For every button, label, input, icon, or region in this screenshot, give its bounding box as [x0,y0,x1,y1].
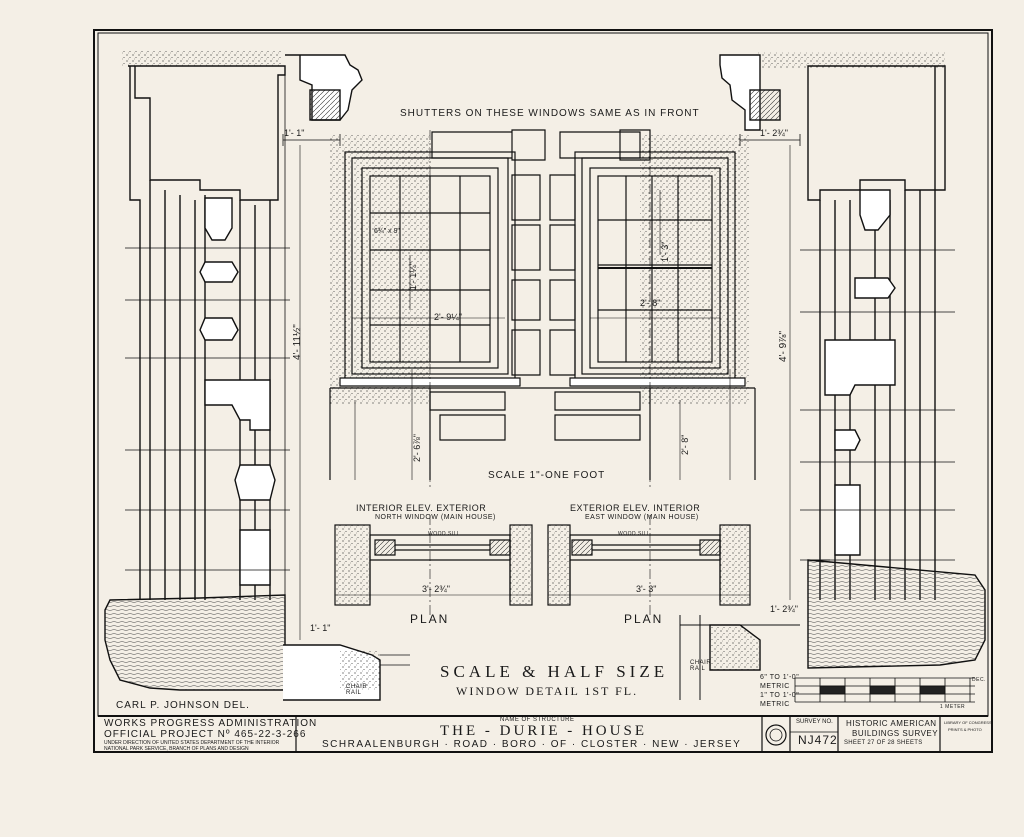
chair-rail-right: CHAIR RAIL [690,660,712,672]
agency-line-2: OFFICIAL PROJECT Nº 465-22-3-266 [104,729,307,740]
habs-line-1: HISTORIC AMERICAN [846,719,937,728]
left-bottom-dimension: 1'- 1" [310,623,331,633]
east-sash-width: 2'- 8" [640,298,661,308]
east-window-elevation [545,129,756,490]
east-plan-label: PLAN [624,612,664,626]
scale-row-1: 6" TO 1'-0" [760,674,800,681]
sheet-number: SHEET 27 OF 28 SHEETS [844,740,923,746]
right-half-size-profile [679,52,986,700]
left-top-dimension: 1'- 1" [284,128,305,138]
right-top-dimension: 1'- 2¾" [760,128,788,138]
agency-line-3: UNDER DIRECTION OF UNITED STATES DEPARTM… [104,740,280,746]
survey-number: NJ472 [798,733,838,747]
chair-rail-left: CHAIR RAIL [346,684,368,696]
loc-line-1: LIBRARY OF CONGRESS [944,720,992,725]
left-half-size-profile [104,50,410,701]
right-height-dimension: 4'- 9⅞" [778,330,789,362]
north-wood-sill: WOOD SILL [428,531,461,537]
north-sash-height: 1'- 1¼" [408,262,418,290]
name-of-structure-label: NAME OF STRUCTURE [500,717,575,723]
shutters-note: SHUTTERS ON THESE WINDOWS SAME AS IN FRO… [400,108,700,119]
structure-location: SCHRAALENBURGH · ROAD · BORO · OF · CLOS… [322,739,742,750]
north-sash-width: 2'- 9¼" [434,312,462,322]
east-sill-height: 2'- 8" [680,434,690,455]
east-elev-caption: EXTERIOR ELEV. INTERIOR [570,503,701,513]
east-plan-width: 3'- 3" [636,584,657,594]
title-block-frame [98,715,988,752]
structure-name: THE - DURIE - HOUSE [440,723,647,739]
agency-line-1: WORKS PROGRESS ADMINISTRATION [104,718,318,729]
scale-meter: 1 METER [940,704,966,710]
north-window-plan [334,515,533,615]
north-window-caption: NORTH WINDOW (MAIN HOUSE) [375,514,496,521]
right-bottom-dimension: 1'- 2¾" [770,604,798,614]
window-detail-title: WINDOW DETAIL 1ST FL. [456,684,639,698]
east-window-caption: EAST WINDOW (MAIN HOUSE) [585,514,699,521]
east-sash-height: 1'- 3" [660,241,670,262]
east-wood-sill: WOOD SILL [618,531,651,537]
agency-line-4: NATIONAL PARK SERVICE, BRANCH OF PLANS A… [104,746,249,752]
habs-line-2: BUILDINGS SURVEY [852,729,939,738]
left-height-dimension: 4'- 11½" [292,324,303,360]
pane-size-note: 6¾" x 9" [374,228,400,235]
north-plan-width: 3'- 2¾" [422,584,450,594]
north-plan-label: PLAN [410,612,450,626]
scale-row-4: METRIC [760,701,790,708]
graphic-scale [794,677,975,703]
scale-row-2: METRIC [760,683,790,690]
scale-half-size-title: SCALE & HALF SIZE [440,662,669,681]
scale-one-foot-note: SCALE 1"-ONE FOOT [488,470,606,481]
delineator: CARL P. JOHNSON DEL. [116,700,250,711]
north-elev-caption: INTERIOR ELEV. EXTERIOR [356,503,487,513]
north-sill-height: 2'- 6⅞" [412,434,422,462]
scale-dec: DEC. [972,677,986,683]
scale-row-3: 1" TO 1'-0" [760,692,800,699]
east-window-plan [547,515,751,615]
outer-border [93,29,993,753]
north-window-elevation [329,129,546,490]
loc-line-2: PRINTS & PHOTO [948,727,982,732]
survey-no-label: SURVEY NO. [796,719,833,725]
